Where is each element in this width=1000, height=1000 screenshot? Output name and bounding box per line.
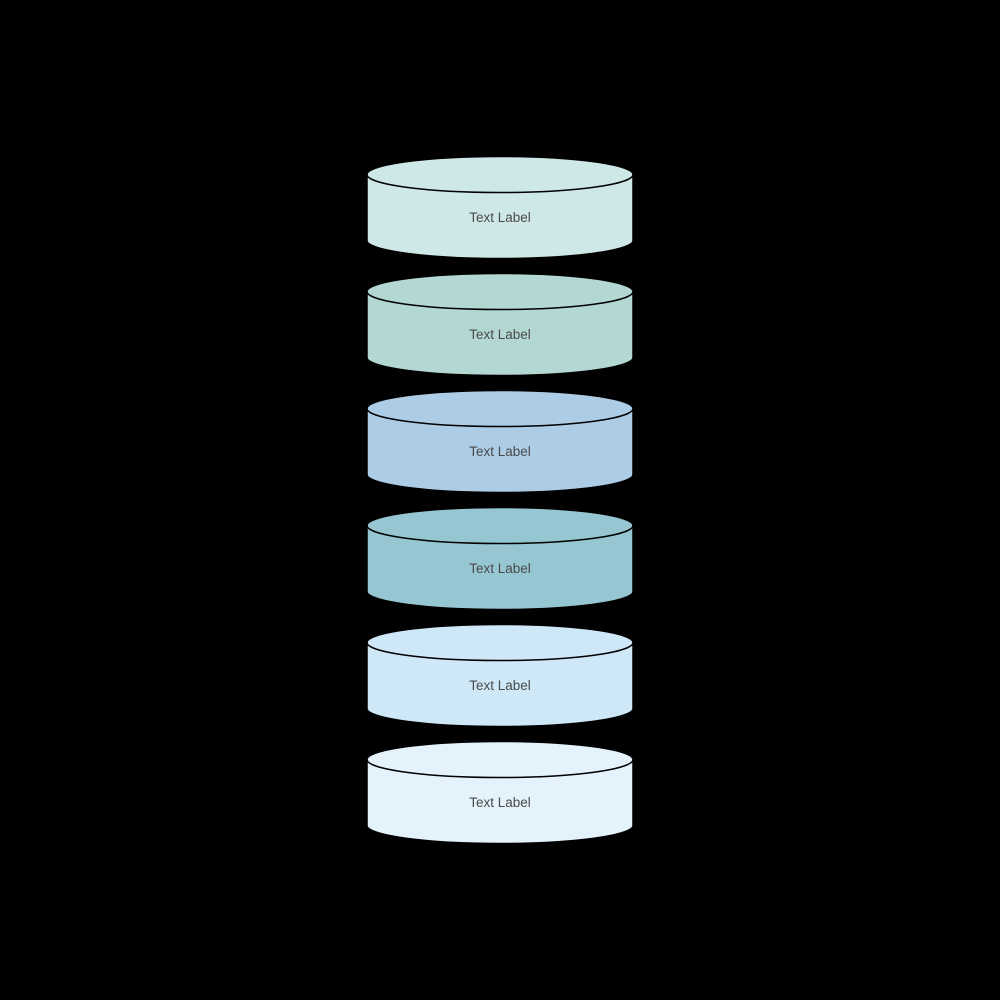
cylinder-3-body: [366, 389, 634, 494]
cylinder-5-shape: [366, 623, 634, 728]
cylinder-6: Text Label: [365, 740, 635, 845]
cylinder-2: Text Label: [365, 272, 635, 377]
cylinder-3-rim: [366, 408, 634, 428]
cylinder-6-body: [366, 740, 634, 845]
cylinder-6-shape: [366, 740, 634, 845]
cylinder-2-body: [366, 272, 634, 377]
cylinder-1-body: [366, 155, 634, 260]
cylinder-4: Text Label: [365, 506, 635, 611]
cylinder-4-shape: [366, 506, 634, 611]
cylinder-2-rim: [366, 291, 634, 311]
cylinder-3-shape: [366, 389, 634, 494]
cylinder-1-rim: [366, 174, 634, 194]
cylinder-6-rim: [366, 759, 634, 779]
cylinder-5-rim: [366, 642, 634, 662]
cylinder-1: Text Label: [365, 155, 635, 260]
cylinder-4-rim: [366, 525, 634, 545]
cylinder-5-body: [366, 623, 634, 728]
cylinder-5: Text Label: [365, 623, 635, 728]
cylinder-3: Text Label: [365, 389, 635, 494]
cylinder-2-shape: [366, 272, 634, 377]
cylinder-4-body: [366, 506, 634, 611]
cylinder-1-shape: [366, 155, 634, 260]
